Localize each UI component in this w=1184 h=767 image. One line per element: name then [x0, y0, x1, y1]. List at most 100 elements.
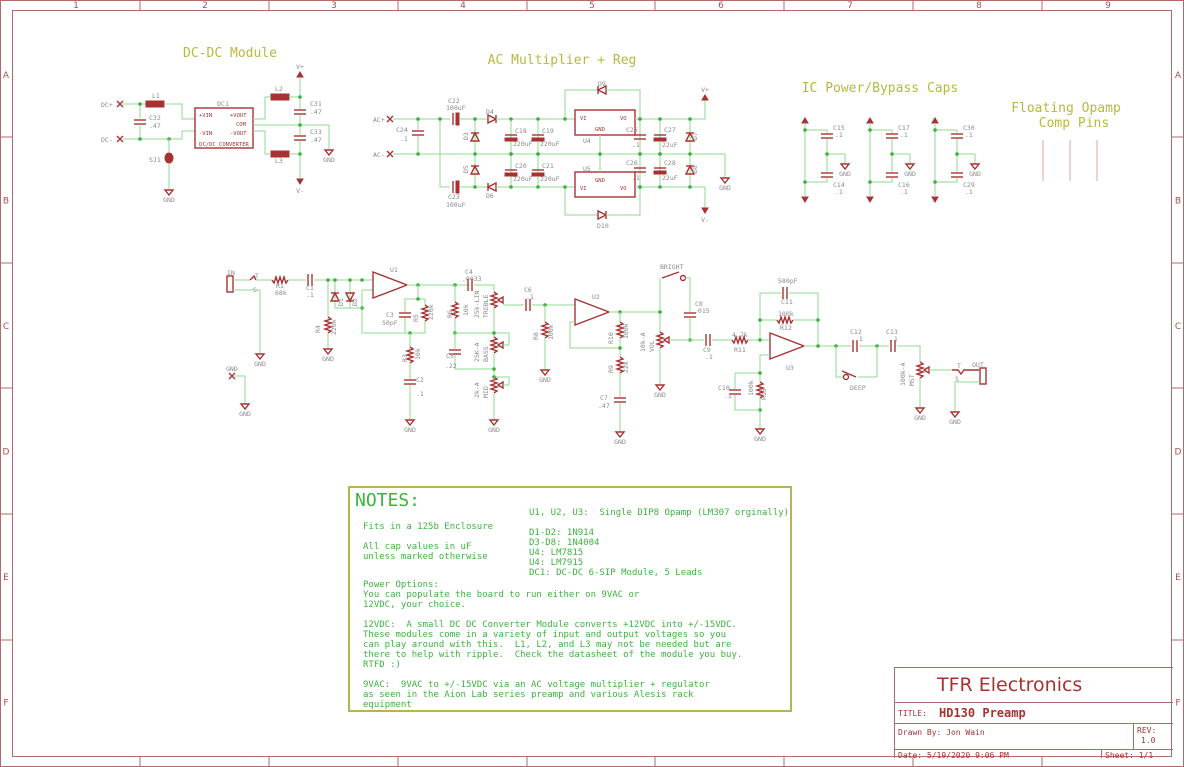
resistor-symbol [731, 334, 749, 346]
junction-dot [618, 346, 622, 350]
junction-dot [416, 117, 420, 121]
label: GND [949, 418, 961, 426]
label: 10k [414, 348, 422, 360]
ground-icon [904, 163, 916, 171]
label: .1 [526, 293, 534, 301]
label: 4 [460, 1, 466, 11]
wire [858, 346, 878, 378]
junction-dot [955, 152, 959, 156]
dcdc-converter-symbol [194, 107, 254, 149]
label: .1 [724, 392, 732, 400]
label: U2 [592, 293, 600, 301]
wire [606, 89, 641, 119]
wire [494, 376, 510, 386]
inductor-symbol [270, 93, 290, 101]
label: 25k-LIN [473, 291, 481, 318]
label: GND [595, 178, 605, 184]
label: C [3, 322, 9, 332]
label: GND [404, 426, 416, 434]
junction-dot [658, 152, 662, 156]
junction-dot [758, 371, 762, 375]
junction-dot [803, 128, 807, 132]
vminus-supply-icon [866, 196, 874, 203]
resistor-symbol [488, 336, 500, 354]
opamp-symbol [574, 297, 611, 327]
junction-dot [509, 152, 513, 156]
label: BASS [482, 346, 490, 362]
label: BRIGHT [660, 263, 684, 271]
drawing-title: HD130 Preamp [939, 706, 1026, 720]
label: GND [163, 196, 175, 204]
wire [233, 289, 261, 348]
junction-dot [438, 117, 442, 121]
label: 2k-A [473, 382, 481, 398]
junction-dot [333, 278, 337, 282]
label: R5 [412, 314, 420, 322]
junction-dot [473, 117, 477, 121]
label: DC-DC Module [183, 46, 277, 61]
notes-heading: NOTES: [355, 490, 421, 511]
label: DC/DC CONVERTER [199, 142, 249, 148]
label: GND [969, 170, 981, 178]
wire [164, 103, 195, 120]
label: D3 [462, 132, 470, 140]
junction-dot [473, 152, 477, 156]
label: B [3, 197, 9, 207]
label: DC+ [101, 101, 113, 109]
label: B [1175, 197, 1181, 207]
label: GND [719, 184, 731, 192]
label: +VIN [199, 113, 212, 119]
company-name: TFR Electronics [937, 674, 1083, 696]
label: 22uF [662, 174, 678, 182]
label: AC Multiplier + Reg [488, 53, 637, 68]
label: C13 [886, 328, 898, 336]
label: .1 [855, 335, 863, 343]
label: C30 [963, 124, 975, 132]
diode-symbol [684, 131, 696, 142]
label: C33 [310, 128, 322, 136]
notes-power-options: Power Options: You can populate the boar… [363, 580, 743, 710]
label: AC+ [373, 116, 385, 124]
ground-icon [163, 189, 175, 197]
label: C22 [448, 97, 460, 105]
label: 220k [330, 319, 338, 335]
label: MST [908, 374, 916, 386]
junction-dot [298, 123, 302, 127]
junction-dot [890, 152, 894, 156]
resistor-symbol [404, 346, 416, 364]
wire [564, 187, 598, 216]
junction-dot [509, 117, 513, 121]
label: R6 [446, 310, 454, 318]
label: .1 [900, 188, 908, 196]
wire [393, 153, 726, 172]
label: U5 [583, 165, 591, 173]
vminus-supply-icon [701, 207, 709, 214]
label: C26 [626, 159, 638, 167]
label: AC- [373, 151, 385, 159]
label: .47 [149, 122, 161, 130]
label: T [255, 272, 259, 280]
label: C10 [718, 384, 730, 392]
label: GND [488, 426, 500, 434]
junction-dot [473, 185, 477, 189]
label: .1 [416, 390, 424, 398]
label: .47 [310, 108, 322, 116]
wire [935, 129, 958, 133]
label: D4 [486, 108, 494, 116]
label: C7 [600, 394, 608, 402]
label: D7 [691, 132, 699, 140]
label: VO [620, 186, 627, 192]
label: 4.7k [732, 331, 748, 339]
label: 8 [976, 1, 982, 11]
label: IC Power/Bypass Caps [802, 81, 959, 96]
label: R12 [780, 324, 792, 332]
label: 3 [331, 1, 337, 11]
resistor-symbol [539, 321, 551, 339]
label: D5 [462, 165, 470, 173]
wire [827, 153, 846, 158]
notes-parts: U1, U2, U3: Single DIP8 Opamp (LM307 org… [529, 508, 790, 578]
ground-icon [839, 163, 851, 171]
wire [606, 187, 641, 216]
label: VOL [648, 340, 656, 352]
junction-dot [492, 367, 496, 371]
